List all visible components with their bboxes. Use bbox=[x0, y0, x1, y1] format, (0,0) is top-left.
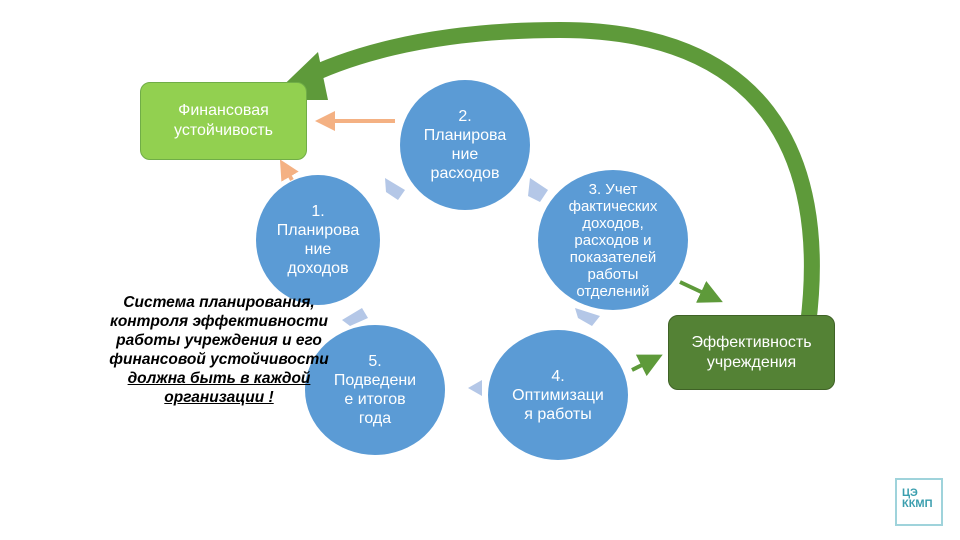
step-2-label: 2. Планирова ние расходов bbox=[423, 108, 507, 182]
financial-stability-label: Финансовая устойчивость bbox=[174, 102, 273, 139]
circle-step-4: 4. Оптимизаци я работы bbox=[488, 330, 628, 460]
efficiency-box: Эффективность учреждения bbox=[668, 315, 835, 390]
step-5-label: 5. Подведени е итогов года bbox=[333, 353, 417, 427]
circle-step-3: 3. Учет фактических доходов, расходов и … bbox=[538, 170, 688, 310]
step-3-label: 3. Учет фактических доходов, расходов и … bbox=[568, 180, 658, 300]
note-underlined-text: должна быть в каждой организации ! bbox=[127, 370, 311, 406]
financial-stability-box: Финансовая устойчивость bbox=[140, 82, 307, 160]
circle-step-2: 2. Планирова ние расходов bbox=[400, 80, 530, 210]
step-1-label: 1. Планирова ние доходов bbox=[276, 203, 360, 277]
circle-step-5: 5. Подведени е итогов года bbox=[305, 325, 445, 455]
logo-text: ЦЭ ККМП bbox=[902, 487, 933, 510]
note-text: Система планирования, контроля эффективн… bbox=[109, 294, 329, 368]
big-curved-arrow bbox=[296, 21, 820, 326]
arrow-circle1-up bbox=[279, 159, 299, 182]
arrow-3-to-efficiency bbox=[679, 280, 723, 303]
organization-logo: ЦЭ ККМП bbox=[895, 478, 943, 526]
step-4-label: 4. Оптимизаци я работы bbox=[512, 367, 604, 423]
arrow-4-to-efficiency bbox=[631, 354, 663, 377]
efficiency-label: Эффективность учреждения bbox=[691, 333, 812, 371]
circle-step-1: 1. Планирова ние доходов bbox=[256, 175, 380, 305]
cycle-arrows bbox=[342, 178, 600, 396]
summary-note: Система планирования, контроля эффективн… bbox=[100, 293, 338, 407]
